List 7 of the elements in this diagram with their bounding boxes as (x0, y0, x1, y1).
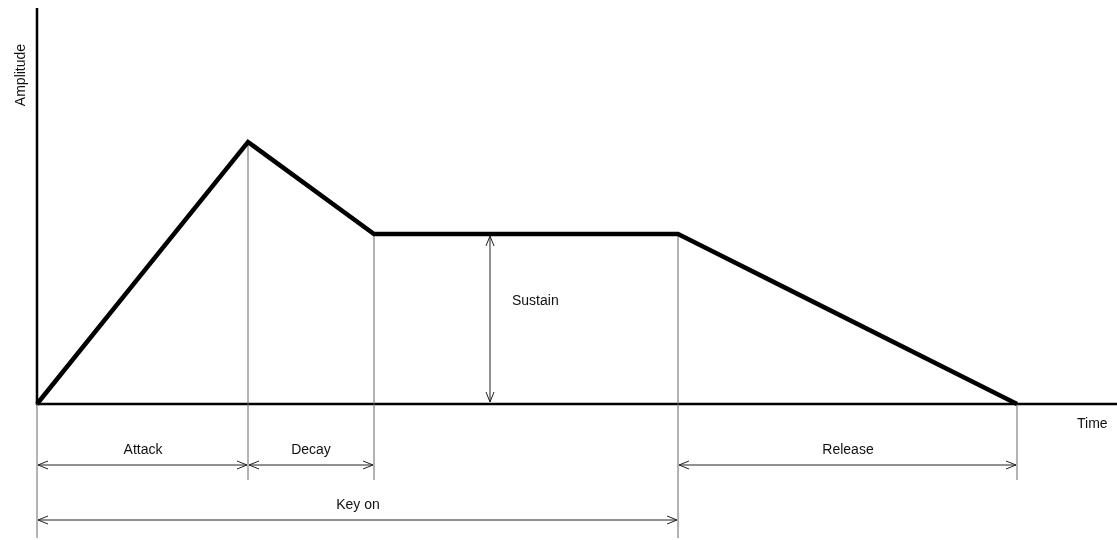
dimension-label: Attack (123, 442, 163, 456)
dimension-label: Key on (336, 497, 380, 511)
axis-title: Amplitude (13, 43, 27, 107)
dimension-label: Sustain (512, 293, 559, 307)
dimension-label: Release (822, 442, 874, 456)
axis-title: Time (1077, 416, 1108, 430)
dimension-label: Decay (291, 442, 331, 456)
